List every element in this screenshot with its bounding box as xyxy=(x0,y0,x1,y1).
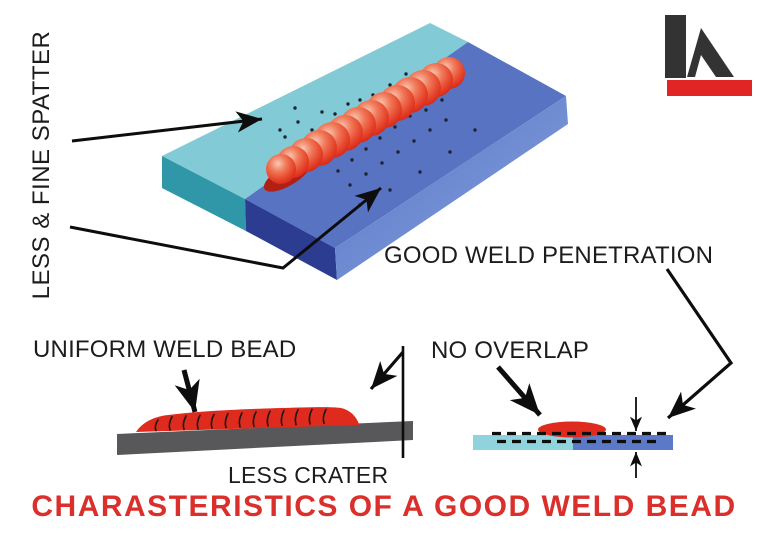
plate-top-blue xyxy=(245,42,566,248)
no-overlap-arrow xyxy=(496,365,542,417)
label-uniform-weld-bead: UNIFORM WELD BEAD xyxy=(33,336,297,363)
logo-vertical-bar xyxy=(665,15,686,78)
bead-ripple-marks xyxy=(154,408,327,432)
annotation-arrows xyxy=(69,111,734,478)
section-plate-cyan xyxy=(473,435,573,450)
crater-branch-arrow xyxy=(369,350,405,391)
label-less-crater: LESS CRATER xyxy=(228,462,389,488)
steel-bar-side xyxy=(117,421,413,455)
plate-front-face-navy xyxy=(245,199,337,280)
weld-bead-3d xyxy=(263,57,465,192)
uniform-bead-arrow xyxy=(174,369,200,413)
spatter-dots xyxy=(278,72,477,207)
penetration-leader-arrow xyxy=(665,268,734,420)
logo-red-underline xyxy=(667,80,752,96)
side-view-weld xyxy=(117,407,413,455)
logo-peak-shape xyxy=(687,28,734,77)
weld-bead-side xyxy=(136,407,359,432)
cross-section-weld xyxy=(473,421,673,450)
plate-top-cyan xyxy=(162,23,468,199)
weld-brand-logo-icon xyxy=(665,15,752,96)
label-good-weld-penetration: GOOD WELD PENETRATION xyxy=(384,242,714,269)
label-no-overlap: NO OVERLAP xyxy=(431,337,590,364)
spatter-arrow-upper xyxy=(71,111,263,143)
welded-plate-3d xyxy=(162,23,568,280)
plate-right-face xyxy=(335,96,568,280)
plate-front-face-teal xyxy=(162,156,246,231)
label-less-fine-spatter: LESS & FINE SPATTER xyxy=(28,30,55,300)
spatter-arrow-lower xyxy=(69,186,382,270)
penetration-dashed-lines xyxy=(492,431,666,444)
main-title: CHARASTERISTICS OF A GOOD WELD BEAD xyxy=(31,490,737,523)
